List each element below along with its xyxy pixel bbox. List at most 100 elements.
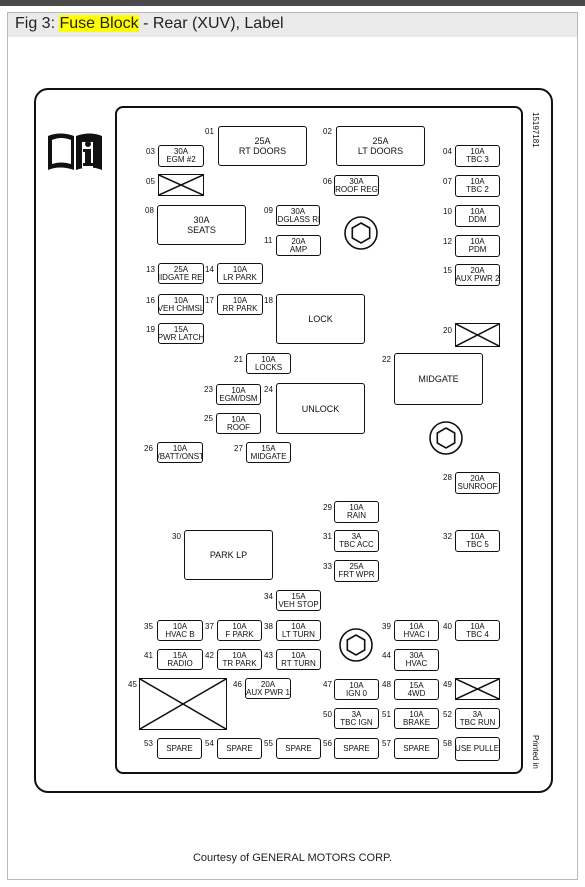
fuse-number-25: 25 <box>204 414 213 423</box>
fuse-number-49: 49 <box>443 680 452 689</box>
fuse-number-44: 44 <box>382 651 391 660</box>
relay-18: LOCK <box>276 294 365 344</box>
fuse-label-14: LR PARK <box>223 272 257 282</box>
fuse-amp-09: 30A <box>290 206 306 216</box>
fuse-label-02: LT DOORS <box>357 146 404 156</box>
fuse-amp-17: 10A <box>232 295 248 305</box>
fuse-number-35: 35 <box>144 622 153 631</box>
fuse-label-46: AUX PWR 1 <box>246 687 291 697</box>
fuse-label-38: LT TURN <box>282 629 315 639</box>
fuse-number-42: 42 <box>205 651 214 660</box>
fuse-amp-21: 10A <box>261 354 276 364</box>
fuse-amp-41: 15A <box>172 650 188 660</box>
fuse-label-17: RR PARK <box>222 303 258 313</box>
relay-24: UNLOCK <box>276 383 365 434</box>
fuse-label-34: VEH STOP <box>278 599 319 609</box>
fuse-amp-15: 20A <box>470 266 485 275</box>
fuse-amp-08: 30A <box>193 215 210 225</box>
fuse-number-32: 32 <box>443 532 452 541</box>
fuse-amp-37: 10A <box>232 621 247 631</box>
fuse-block-panel <box>115 106 523 774</box>
fuse-58: FUSE PULLER <box>455 737 500 761</box>
fuse-number-51: 51 <box>382 710 391 719</box>
fuse-number-40: 40 <box>443 622 452 631</box>
fuse-label-08: SEATS <box>187 225 216 235</box>
fuse-number-01: 01 <box>205 127 214 136</box>
fuse-label-03: EGM #2 <box>166 155 196 164</box>
fuse-number-53: 53 <box>144 739 153 748</box>
fuse-number-27: 27 <box>234 444 243 453</box>
fuse-label-55: SPARE <box>285 743 312 753</box>
fuse-number-47: 47 <box>323 680 332 689</box>
fuse-number-09: 09 <box>264 206 273 215</box>
fuse-label-21: LOCKS <box>254 362 283 372</box>
fuse-number-43: 43 <box>264 651 273 660</box>
relay-30: PARK LP <box>184 530 273 580</box>
caption-highlight: Fuse Block <box>59 15 139 32</box>
fuse-number-29: 29 <box>323 503 332 512</box>
fuse-number-46: 46 <box>233 680 242 689</box>
fuse-amp-26: 10A <box>172 443 188 453</box>
fuse-number-19: 19 <box>146 325 155 334</box>
fuse-26: 10AOH/BATT/ONSTAR <box>157 442 203 463</box>
fuse-55: SPARE <box>276 738 321 759</box>
fuse-number-55: 55 <box>264 739 273 748</box>
fuse-label-09: ENDGLASS REG <box>277 214 319 224</box>
fuse-number-03: 03 <box>146 147 155 156</box>
fuse-label-37: F PARK <box>225 629 254 639</box>
fuse-57: SPARE <box>394 738 439 759</box>
fuse-number-04: 04 <box>443 147 452 156</box>
fuse-number-07: 07 <box>443 177 452 186</box>
fuse-label-24: UNLOCK <box>301 403 340 414</box>
empty-slot-49 <box>455 678 500 700</box>
empty-slot-20 <box>455 323 500 347</box>
fuse-number-30: 30 <box>172 532 181 541</box>
courtesy-footer: Courtesy of GENERAL MOTORS CORP. <box>192 852 393 864</box>
fuse-number-38: 38 <box>264 622 273 631</box>
fuse-amp-48: 15A <box>409 680 424 690</box>
fuse-number-17: 17 <box>205 296 214 305</box>
fuse-label-28: SUNROOF <box>457 482 498 491</box>
fuse-number-57: 57 <box>382 739 391 748</box>
fuse-number-37: 37 <box>205 622 214 631</box>
fuse-number-18: 18 <box>264 296 273 305</box>
fuse-number-06: 06 <box>323 177 332 186</box>
fuse-number-52: 52 <box>443 710 452 719</box>
fuse-label-16: VEH CHMSL <box>158 303 204 313</box>
fuse-number-26: 26 <box>144 444 153 453</box>
caption-text: Fig 3: Fuse Block - Rear (XUV), Label <box>15 15 284 33</box>
fuse-amp-02: 25A <box>372 136 389 146</box>
fuse-amp-44: 30A <box>409 651 424 660</box>
fuse-number-22: 22 <box>382 355 391 364</box>
fuse-label-48: 4WD <box>407 688 426 698</box>
caption-prefix: Fig 3: <box>15 15 56 32</box>
fuse-amp-28: 20A <box>470 474 485 483</box>
fuse-number-58: 58 <box>443 739 452 748</box>
fuse-amp-11: 20A <box>291 236 306 246</box>
fuse-label-18: LOCK <box>308 314 333 324</box>
stud-icon <box>339 628 373 662</box>
fuse-54: SPARE <box>217 738 262 759</box>
fuse-amp-16: 10A <box>173 295 189 305</box>
fuse-56: SPARE <box>334 738 379 759</box>
fuse-label-04: TBC 3 <box>466 155 489 164</box>
fuse-number-34: 34 <box>264 592 273 601</box>
fuse-amp-07: 10A <box>470 177 485 186</box>
